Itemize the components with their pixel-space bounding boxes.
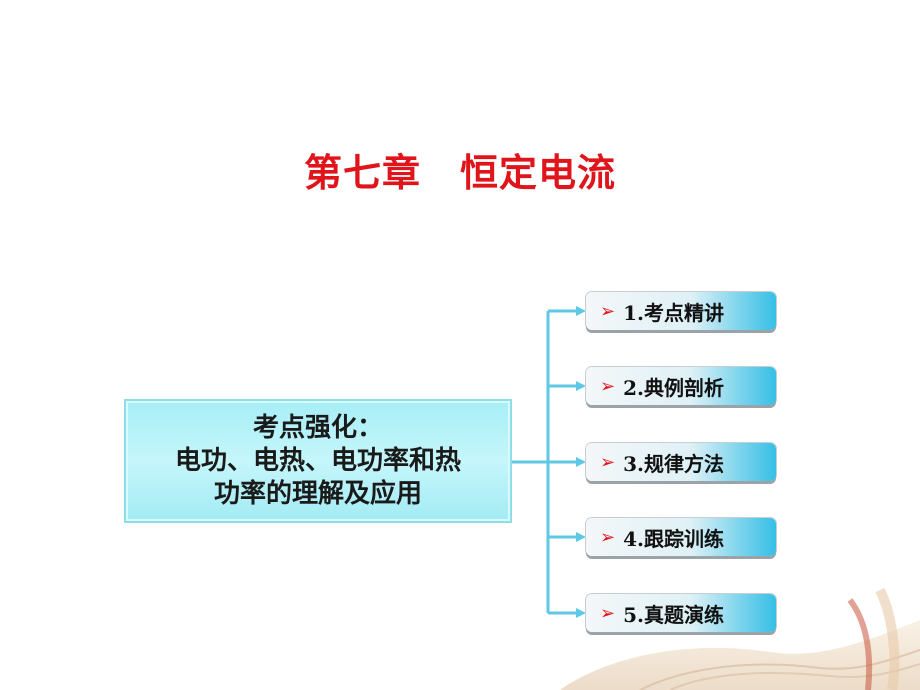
main-topic-line-3: 功率的理解及应用 [213, 478, 422, 509]
arrow-right-icon: ➢ [600, 375, 616, 397]
arrow-right-icon: ➢ [600, 451, 616, 473]
book-icon [560, 587, 920, 690]
menu-item-label: 2.典例剖析 [623, 375, 724, 400]
page-title: 第七章 恒定电流 [303, 150, 616, 195]
arrow-right-icon: ➢ [600, 300, 616, 322]
menu-item-label: 4.跟踪训练 [623, 526, 724, 551]
menu-item-1[interactable]: ➢ 1.考点精讲 [586, 292, 776, 330]
menu-item-label: 1.考点精讲 [623, 300, 724, 325]
menu-item-label: 3.规律方法 [623, 451, 724, 476]
menu-item-3[interactable]: ➢ 3.规律方法 [586, 443, 776, 481]
arrow-right-icon: ➢ [600, 602, 616, 624]
main-topic-line-2: 电功、电热、电功率和热 [174, 445, 461, 476]
menu-item-4[interactable]: ➢ 4.跟踪训练 [586, 518, 776, 556]
main-topic-box: 考点强化： 电功、电热、电功率和热 功率的理解及应用 [124, 399, 512, 523]
menu-item-2[interactable]: ➢ 2.典例剖析 [586, 367, 776, 405]
menu-item-5[interactable]: ➢ 5.真题演练 [586, 594, 776, 632]
main-topic-line-1: 考点强化： [252, 412, 383, 443]
arrow-right-icon: ➢ [600, 526, 616, 548]
menu-item-label: 5.真题演练 [623, 602, 724, 627]
